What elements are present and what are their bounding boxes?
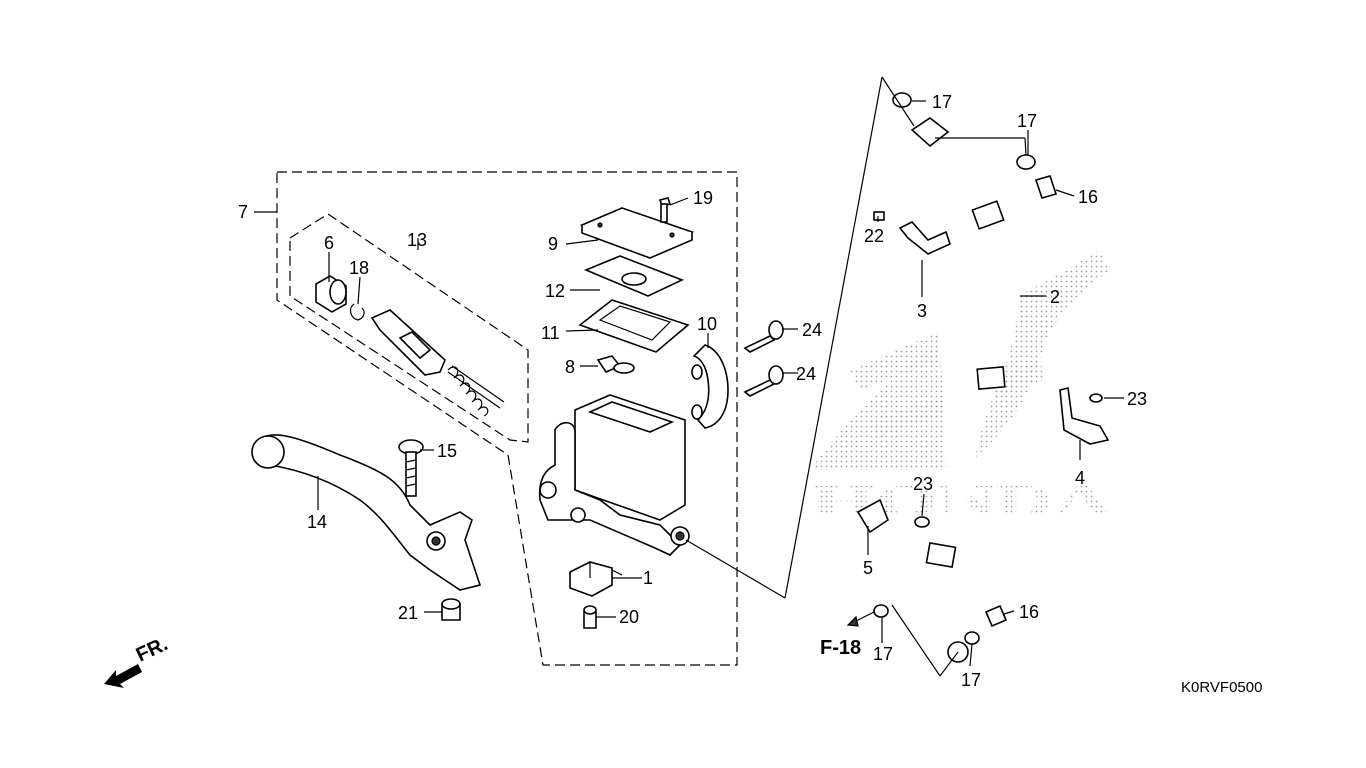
callout-14: 14 bbox=[307, 512, 327, 532]
holder-clamp-part bbox=[691, 344, 729, 429]
washers-and-bolts-parts bbox=[873, 92, 1058, 645]
callout-1: 1 bbox=[643, 568, 653, 588]
callout-8: 8 bbox=[565, 357, 575, 377]
callout-17c: 17 bbox=[873, 644, 893, 664]
callout-16b: 16 bbox=[1019, 602, 1039, 622]
callout-6: 6 bbox=[324, 233, 334, 253]
callout-5: 5 bbox=[863, 558, 873, 578]
mounting-bolts-part bbox=[743, 320, 784, 397]
callout-13: 13 bbox=[407, 230, 427, 250]
callout-17a: 17 bbox=[932, 92, 952, 112]
callout-23a: 23 bbox=[1127, 389, 1147, 409]
master-cylinder-body-part bbox=[538, 394, 690, 556]
master-cylinder-group-frame bbox=[254, 171, 738, 666]
callout-11: 11 bbox=[541, 323, 560, 343]
hose-clamps-parts bbox=[856, 211, 1110, 534]
callout-23b: 23 bbox=[913, 474, 933, 494]
brake-switch-parts bbox=[441, 561, 623, 629]
callout-17b: 17 bbox=[1017, 111, 1037, 131]
brake-lever-part bbox=[251, 434, 482, 591]
callout-20: 20 bbox=[619, 607, 639, 627]
pivot-bolt-part bbox=[398, 439, 424, 497]
callout-numbers: 1 2 3 4 5 6 7 8 9 10 11 12 13 14 15 16 1… bbox=[238, 92, 1147, 690]
callout-12: 12 bbox=[545, 281, 565, 301]
front-direction-label: FR. bbox=[133, 633, 171, 667]
callout-3: 3 bbox=[917, 301, 927, 321]
callout-16a: 16 bbox=[1078, 187, 1098, 207]
brake-hose-part bbox=[910, 117, 1019, 663]
callout-17d: 17 bbox=[961, 670, 981, 690]
leader-lines bbox=[317, 76, 1124, 677]
piston-set-parts bbox=[315, 275, 505, 417]
diagram-code: K0RVF0500 bbox=[1181, 679, 1262, 696]
callout-10: 10 bbox=[697, 314, 717, 334]
callout-21: 21 bbox=[398, 603, 418, 623]
callout-2: 2 bbox=[1050, 287, 1060, 307]
callout-19: 19 bbox=[693, 188, 713, 208]
callout-7: 7 bbox=[238, 202, 248, 222]
reservoir-top-parts bbox=[578, 197, 695, 374]
piston-kit-frame bbox=[289, 213, 529, 443]
reference-label: F-18 bbox=[820, 637, 861, 659]
callout-4: 4 bbox=[1075, 468, 1085, 488]
callout-24a: 24 bbox=[802, 320, 822, 340]
callout-15: 15 bbox=[437, 441, 457, 461]
callout-22: 22 bbox=[864, 226, 884, 246]
front-direction-arrow: FR. bbox=[104, 633, 171, 688]
callout-24b: 24 bbox=[796, 364, 816, 384]
callout-9: 9 bbox=[548, 234, 558, 254]
callout-18: 18 bbox=[349, 258, 369, 278]
